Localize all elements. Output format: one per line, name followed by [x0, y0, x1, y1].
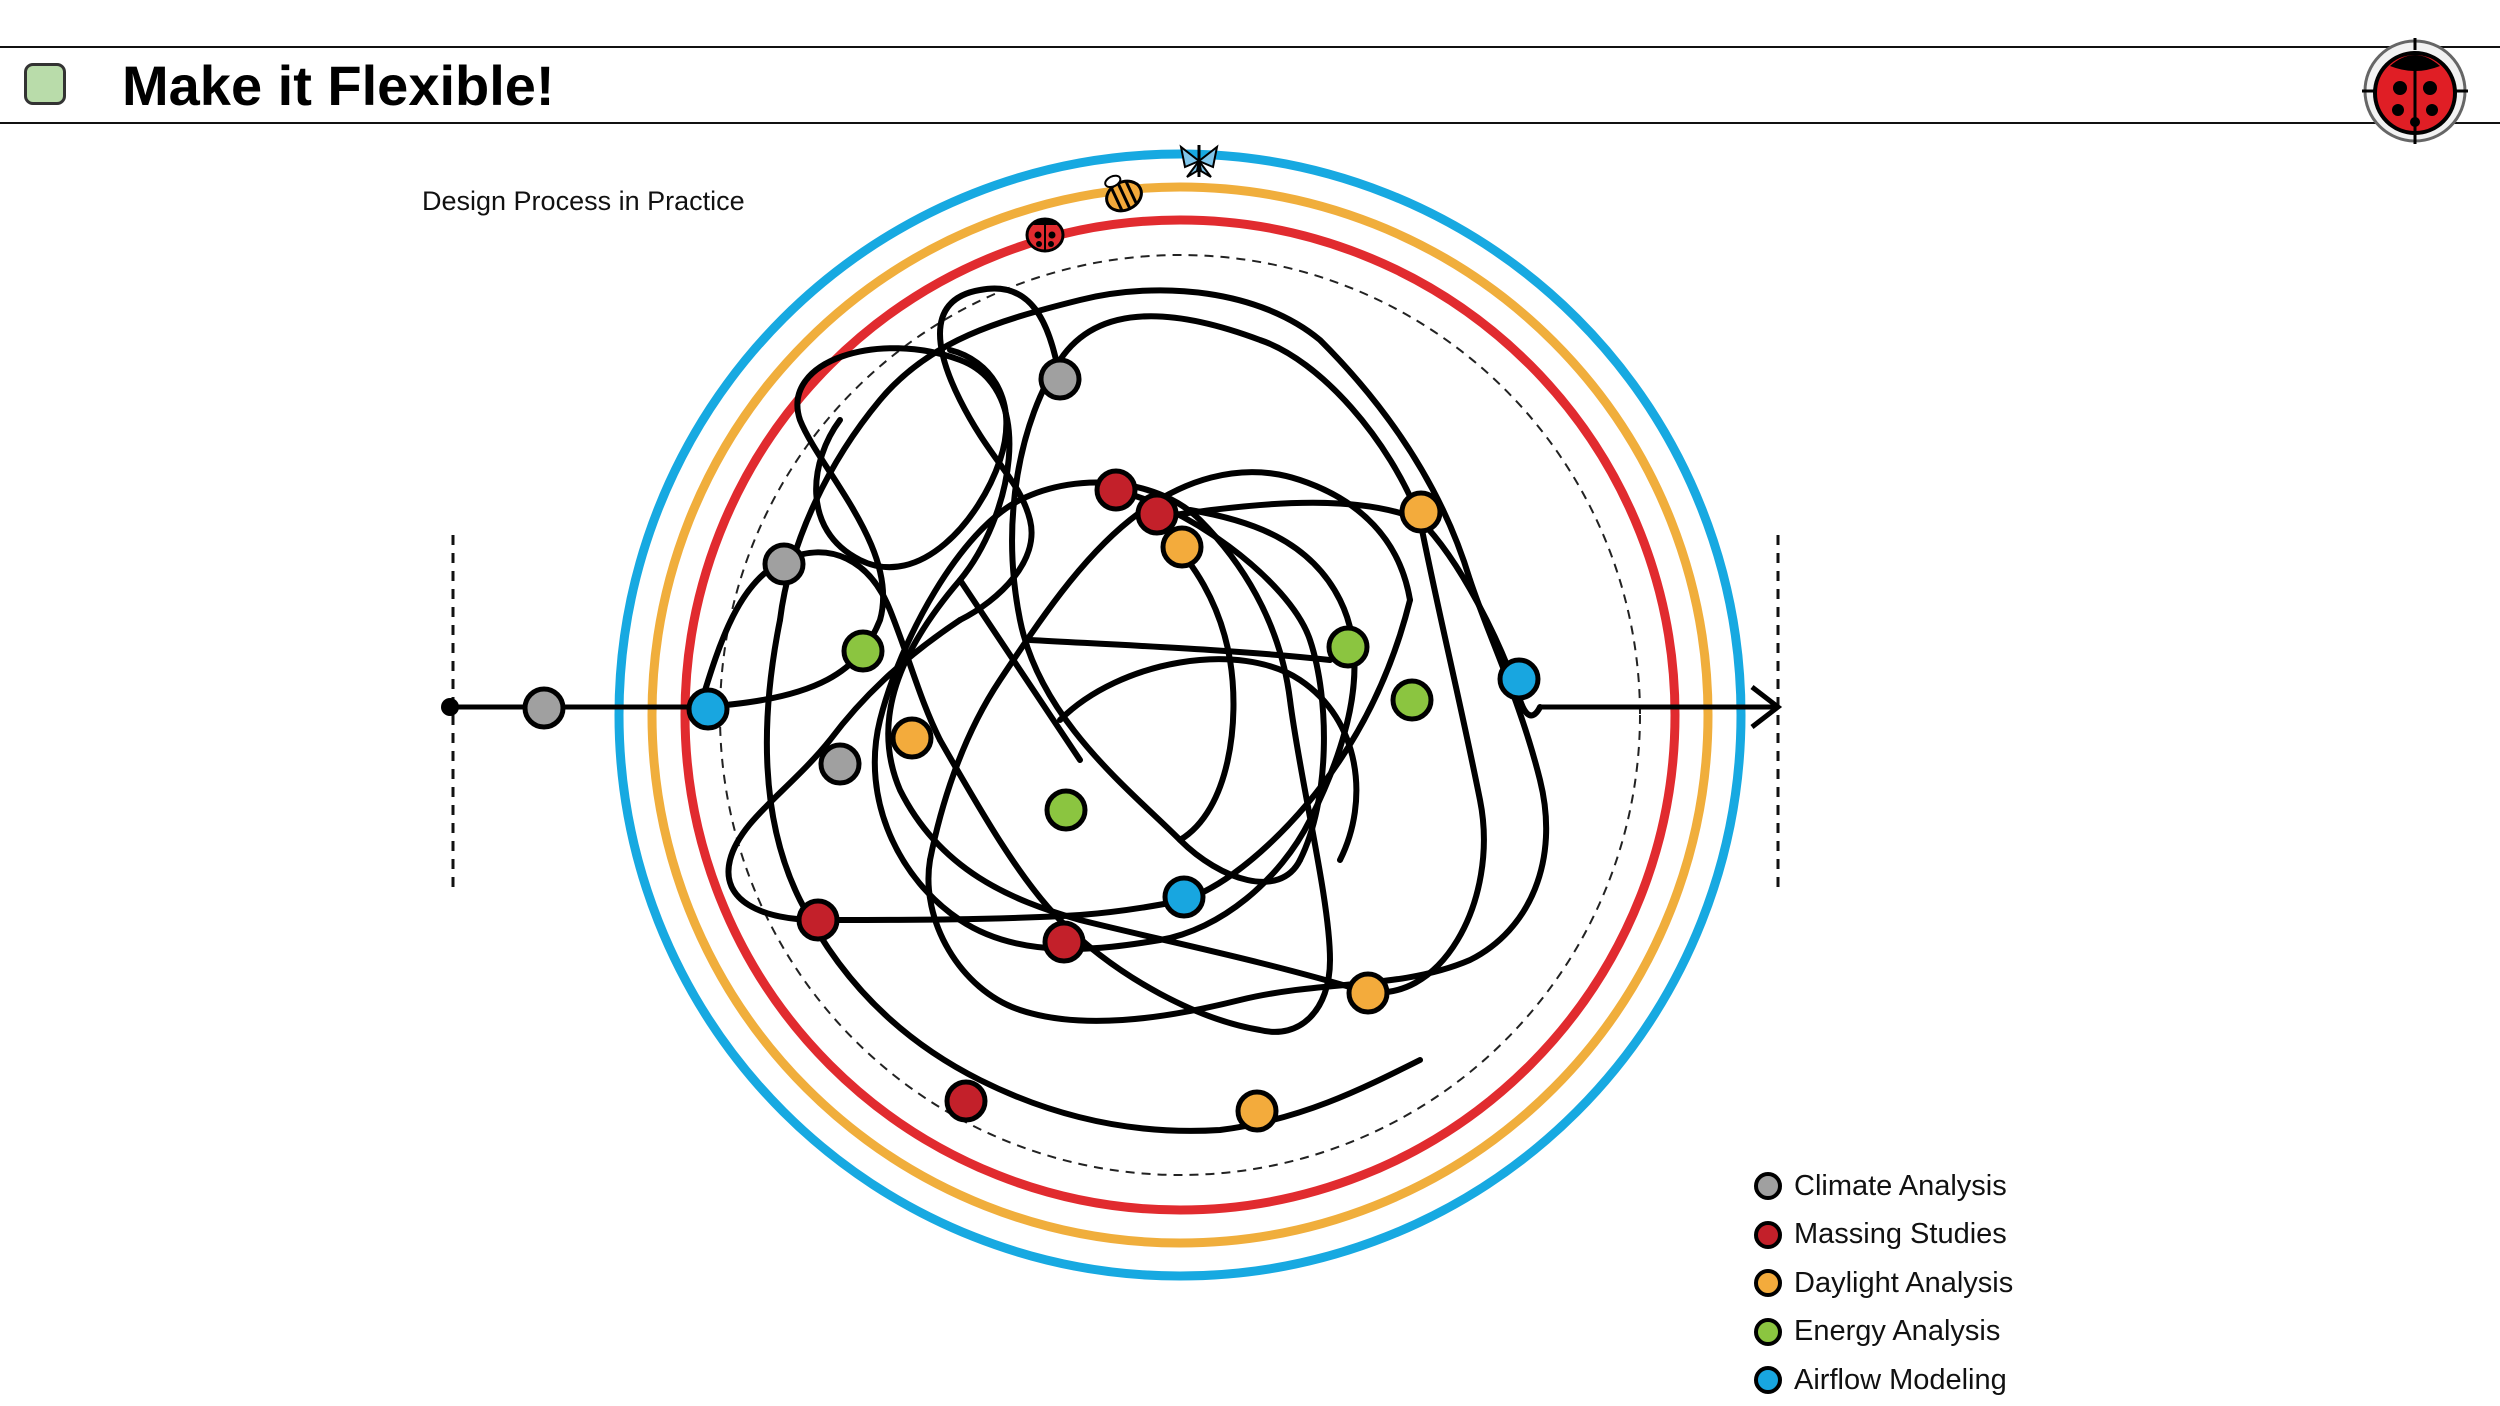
legend-label: Climate Analysis: [1794, 1169, 2007, 1202]
climate-dot-icon: [1754, 1172, 1782, 1201]
legend-label: Energy Analysis: [1794, 1315, 2001, 1348]
ring-outer: [614, 149, 1746, 1281]
daylight-node: [890, 716, 934, 760]
massing-node: [944, 1079, 988, 1123]
airflow-node: [1497, 657, 1541, 701]
legend-item-energy: Energy Analysis: [1754, 1308, 2114, 1357]
daylight-node: [1399, 490, 1443, 534]
title-swatch: [24, 63, 66, 105]
dashed-circle: [719, 254, 1641, 1176]
daylight-node: [1346, 971, 1390, 1015]
start-dot: [441, 698, 459, 716]
climate-node: [522, 686, 566, 730]
massing-dot-icon: [1754, 1220, 1782, 1249]
legend-item-airflow: Airflow Modeling: [1754, 1356, 2114, 1405]
ring-inner: [680, 215, 1680, 1215]
header-rule-top: [0, 46, 2500, 48]
ring-middle: [647, 182, 1713, 1248]
energy-node: [841, 629, 885, 673]
massing-node: [1042, 920, 1086, 964]
ladybug-icon: [2362, 38, 2468, 144]
arrow-head: [1750, 685, 1783, 729]
massing-node: [1135, 492, 1179, 536]
header-rule-bottom: [0, 122, 2500, 124]
legend-item-climate: Climate Analysis: [1754, 1162, 2114, 1211]
massing-node: [796, 898, 840, 942]
honeybee-icon: [1104, 174, 1143, 213]
airflow-node: [686, 687, 730, 731]
energy-node: [1390, 678, 1434, 722]
diagram-subtitle: Design Process in Practice: [422, 186, 745, 216]
daylight-node: [1235, 1089, 1279, 1133]
climate-node: [762, 542, 806, 586]
energy-dot-icon: [1754, 1317, 1782, 1346]
process-nodes: [522, 357, 1541, 1133]
legend-label: Massing Studies: [1794, 1218, 2007, 1251]
legend-label: Airflow Modeling: [1794, 1363, 2007, 1396]
daylight-dot-icon: [1754, 1269, 1782, 1298]
energy-node: [1044, 788, 1088, 832]
climate-node: [818, 742, 862, 786]
butterfly-icon: [1179, 144, 1219, 178]
tangled-paths: [697, 285, 1550, 1134]
legend-item-massing: Massing Studies: [1754, 1211, 2114, 1260]
massing-node: [1094, 468, 1138, 512]
legend: Climate Analysis Massing Studies Dayligh…: [1754, 1162, 2114, 1405]
ladybug-icon: [1025, 217, 1065, 253]
airflow-dot-icon: [1754, 1366, 1782, 1395]
legend-item-daylight: Daylight Analysis: [1754, 1259, 2114, 1308]
legend-label: Daylight Analysis: [1794, 1266, 2014, 1299]
energy-node: [1326, 625, 1370, 669]
airflow-node: [1162, 875, 1206, 919]
daylight-node: [1160, 525, 1204, 569]
page-title: Make it Flexible!: [122, 54, 555, 117]
climate-node: [1038, 357, 1082, 401]
